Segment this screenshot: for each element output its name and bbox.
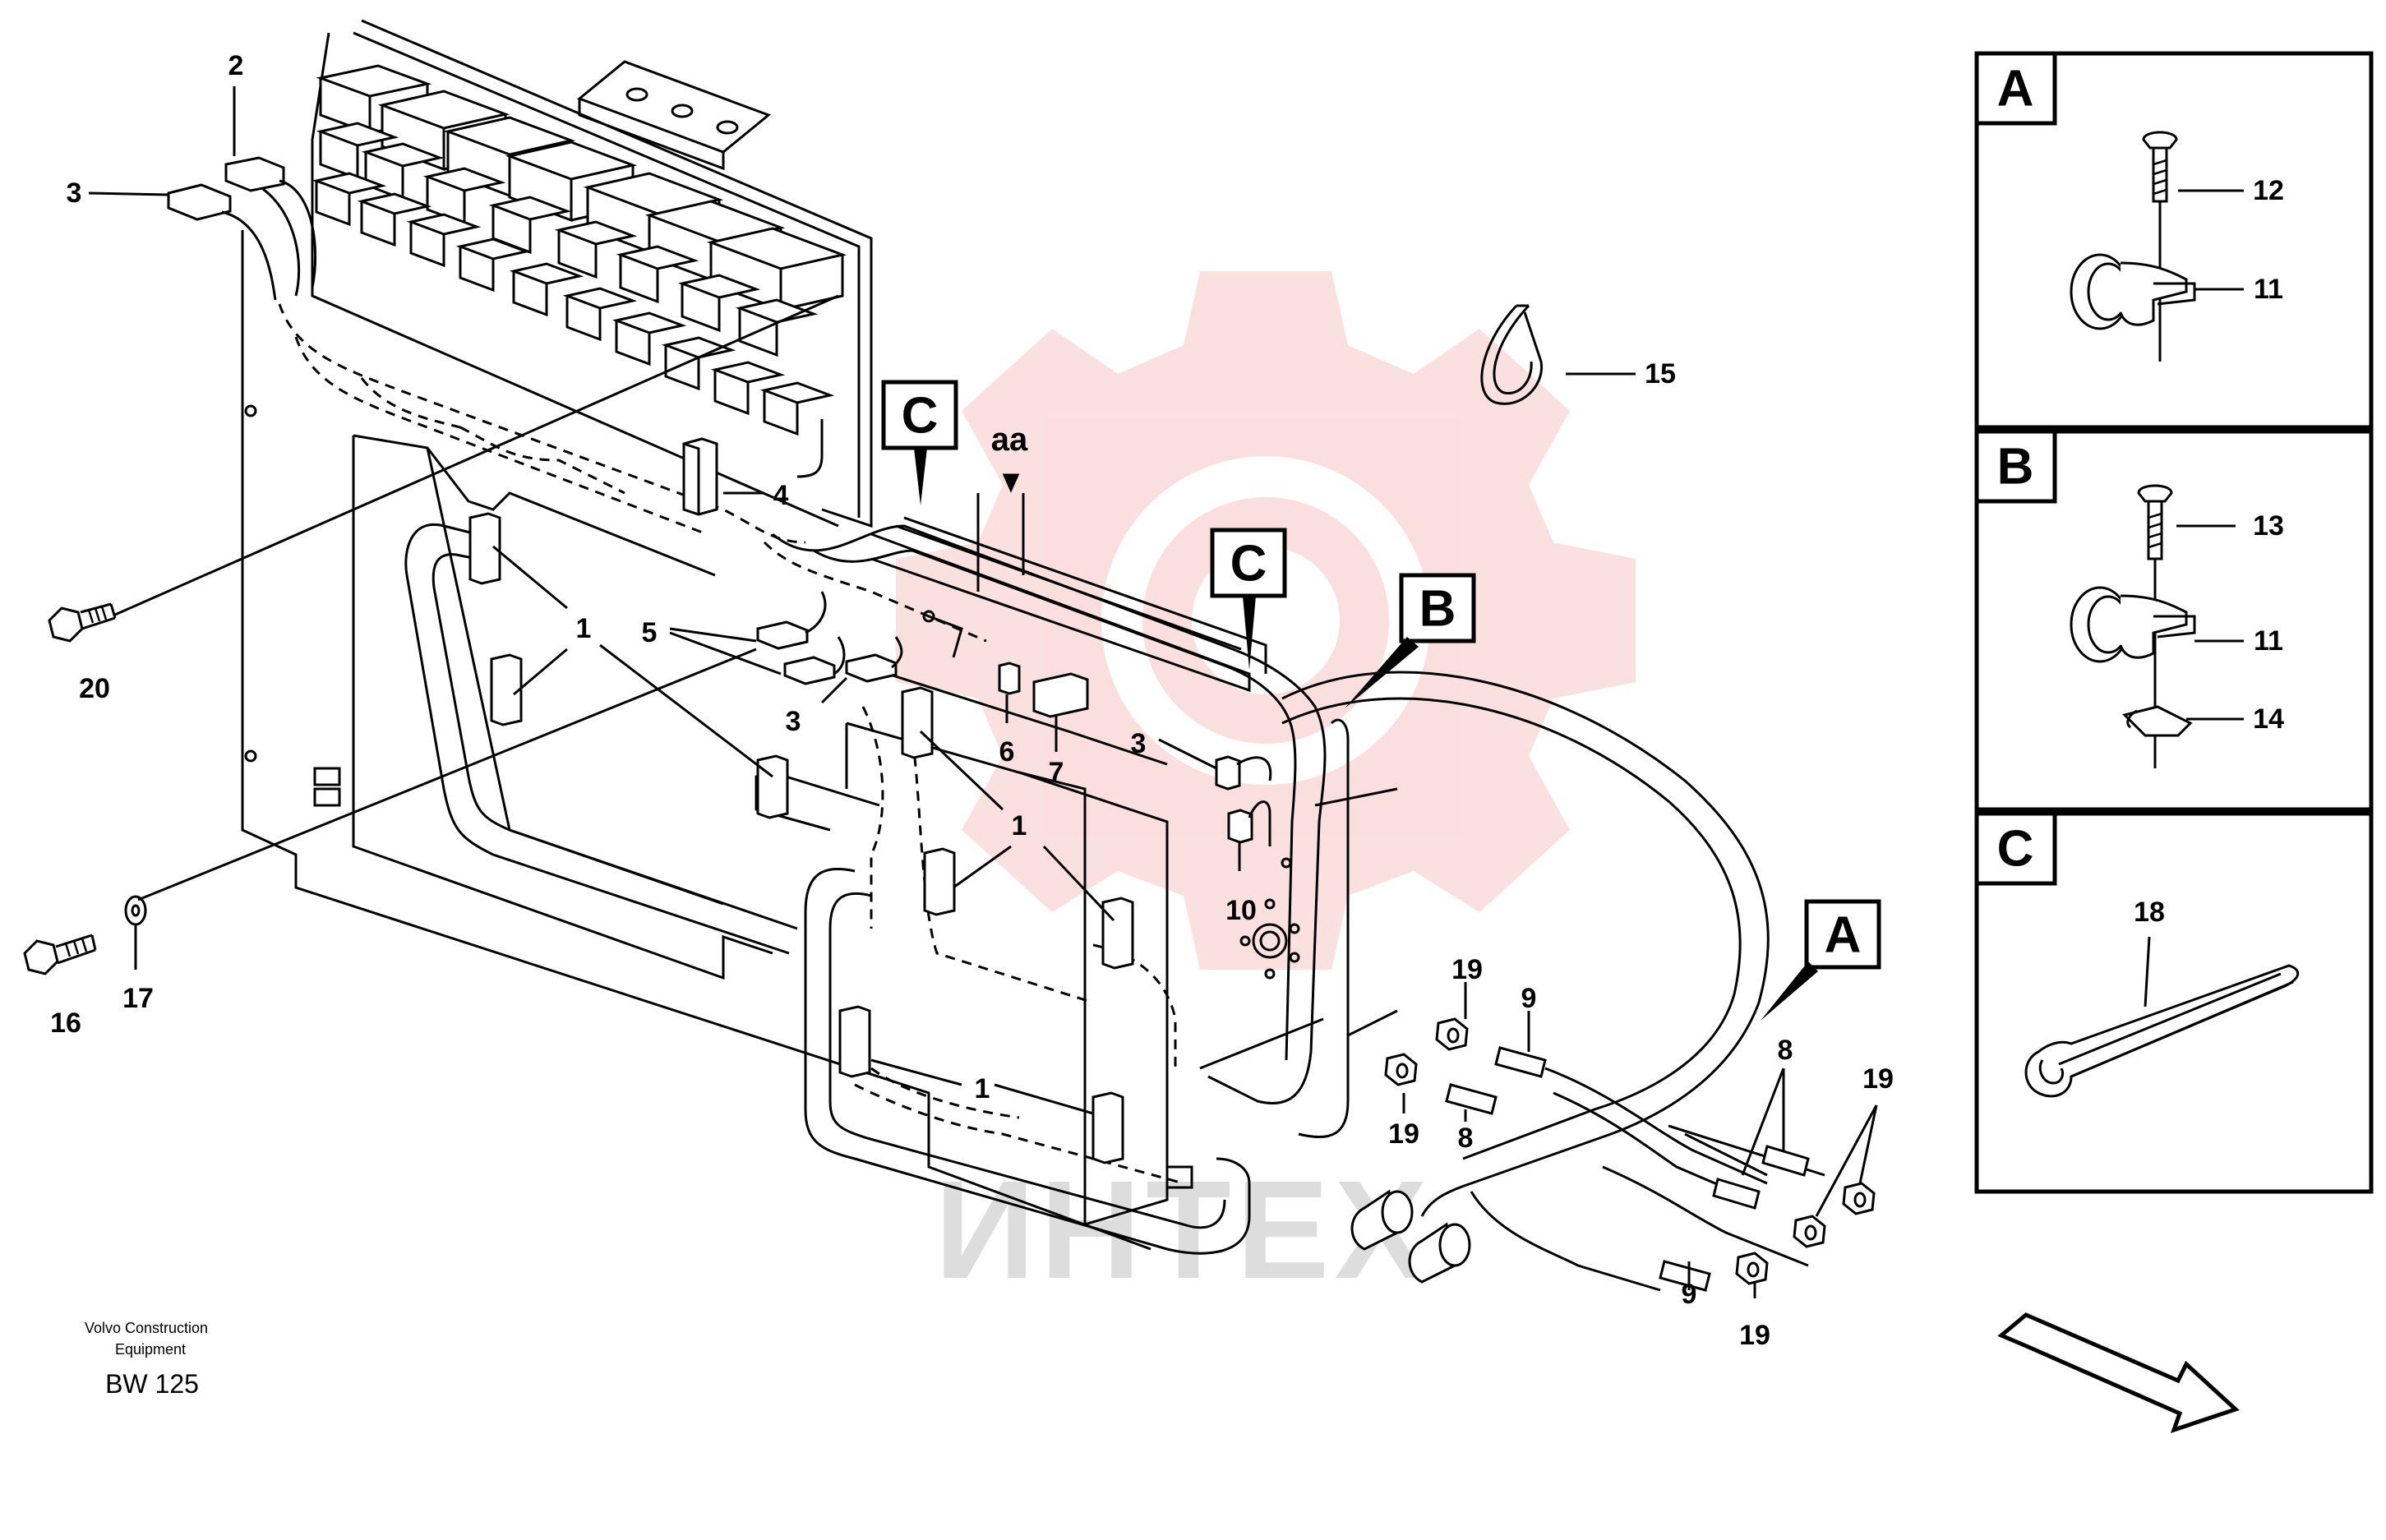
callout-4: 4	[773, 480, 789, 511]
callout-6: 6	[999, 736, 1015, 768]
direction-arrow-icon	[1997, 1312, 2240, 1433]
connector-2	[224, 156, 317, 297]
right-wall-panel	[1199, 718, 1398, 1139]
connector-4	[682, 437, 718, 516]
detail-panel-c: C 18	[1974, 811, 2374, 1194]
bolt-20	[48, 602, 117, 643]
washer-17	[124, 895, 147, 926]
callout-9: 9	[1682, 1279, 1697, 1310]
view-marker-b-label: B	[1419, 581, 1456, 638]
callout-5: 5	[642, 617, 658, 648]
cable-tie-15	[1480, 304, 1544, 405]
relay-board	[278, 19, 987, 643]
detail-panel-a-letter: A	[1997, 61, 2034, 118]
callout-3: 3	[1131, 728, 1147, 759]
detail-a-label-11: 11	[2254, 274, 2283, 305]
callout-17: 17	[122, 983, 154, 1014]
callout-10: 10	[1225, 895, 1257, 926]
callout-20: 20	[79, 673, 110, 704]
detail-a-label-12: 12	[2253, 175, 2284, 206]
detail-panel-b: B 13 11 14	[1974, 429, 2374, 812]
callout-19: 19	[1451, 954, 1483, 985]
connector-7	[1032, 672, 1089, 718]
detail-b-label-14: 14	[2253, 703, 2284, 735]
detail-c-label-18: 18	[2134, 897, 2165, 928]
callout-3: 3	[67, 178, 82, 209]
bolt-16	[23, 934, 97, 975]
harness-loop-lower	[804, 867, 1251, 1255]
callout-16: 16	[50, 1007, 81, 1039]
callout-15: 15	[1645, 358, 1676, 390]
connector-3-top	[167, 183, 277, 301]
view-marker-c-label: C	[902, 388, 939, 445]
drawing-code: BW 125	[105, 1369, 199, 1399]
connector-6	[998, 662, 1021, 695]
callout-labels: 2 3 4 1 5 3 6 7 3 1 10 1 20 16 17 15 19 …	[50, 50, 1894, 1351]
callout-9: 9	[1521, 983, 1537, 1014]
detail-panel-c-letter: C	[1997, 821, 2034, 878]
watermark-gear-icon	[896, 271, 1636, 970]
harness-main-rail	[772, 516, 1327, 1104]
company-name-line1: Volvo Construction	[85, 1320, 208, 1336]
callout-7: 7	[1049, 757, 1064, 788]
connector-1-group	[468, 512, 1134, 1164]
connector-3-middle	[845, 636, 903, 683]
callout-8: 8	[1778, 1035, 1793, 1066]
leader-lines	[88, 86, 1878, 1298]
view-marker-a: A	[1761, 899, 1881, 1021]
connector-5	[756, 591, 846, 685]
callout-8: 8	[1458, 1123, 1474, 1154]
detail-panel-a: A 12 11	[1974, 51, 2374, 430]
company-name-line2: Equipment	[115, 1341, 186, 1358]
callout-19: 19	[1739, 1320, 1770, 1351]
electronics-box	[845, 672, 1184, 1226]
connector-3-right	[1215, 755, 1272, 791]
callout-3: 3	[786, 706, 801, 737]
callout-aa: aa	[991, 422, 1028, 458]
view-marker-c-2-label: C	[1230, 536, 1267, 592]
view-marker-b: B	[1345, 573, 1476, 708]
callout-1: 1	[576, 613, 592, 644]
connector-10	[1227, 800, 1271, 846]
callout-1: 1	[975, 1073, 990, 1104]
view-marker-c: C	[881, 380, 958, 505]
view-marker-a-label: A	[1825, 907, 1862, 964]
detail-panel-b-letter: B	[1997, 439, 2034, 496]
harness-bottom-right	[1281, 671, 1876, 1292]
detail-b-label-13: 13	[2253, 510, 2284, 542]
callout-19: 19	[1862, 1063, 1894, 1095]
detail-b-label-11: 11	[2254, 625, 2283, 657]
callout-1: 1	[1012, 810, 1027, 841]
callout-2: 2	[228, 50, 244, 81]
callout-19: 19	[1388, 1118, 1419, 1150]
view-marker-c-2: C	[1210, 528, 1287, 670]
